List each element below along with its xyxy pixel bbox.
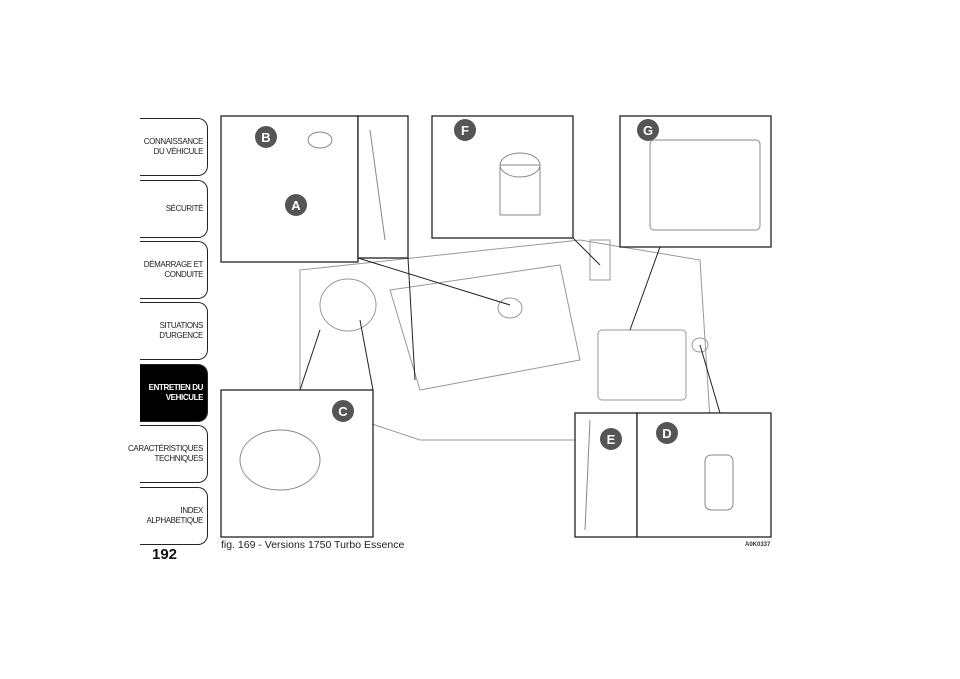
figure-code: A0K0337 [745,542,771,548]
tab-situations-durgence[interactable]: SITUATIONS D'URGENCE [140,302,208,360]
leader-lines [299,237,721,414]
svg-text:G: G [643,123,653,138]
callout-g: G [637,119,659,141]
svg-text:B: B [261,130,270,145]
callout-b: B [255,126,277,148]
panel-a-b [220,115,359,263]
tab-securite[interactable]: SÉCURITÉ [140,180,208,238]
tab-demarrage-et-conduite[interactable]: DÉMARRAGE ET CONDUITE [140,241,208,299]
callout-c: C [332,400,354,422]
callout-e: E [600,428,622,450]
svg-text:D: D [662,426,671,441]
svg-text:F: F [461,123,469,138]
tab-index-alphabetique[interactable]: INDEX ALPHABETIQUE [140,487,208,545]
figure-caption: fig. 169 - Versions 1750 Turbo Essence [221,539,405,551]
tab-entretien-du-vehicule[interactable]: ENTRETIEN DU VEHICULE [140,364,208,422]
svg-text:E: E [607,432,616,447]
callout-f: F [454,119,476,141]
tab-connaissance-du-vehicule[interactable]: CONNAISSANCE DU VÉHICULE [140,118,208,176]
callout-d: D [656,422,678,444]
panel-f [431,115,574,239]
callout-a: A [285,194,307,216]
tab-caracteristiques-techniques[interactable]: CARACTÉRISTIQUES TECHNIQUES [128,425,208,483]
svg-text:C: C [338,404,348,419]
svg-text:A: A [291,198,301,213]
page-number: 192 [152,546,178,563]
panel-dipstick [357,115,409,259]
